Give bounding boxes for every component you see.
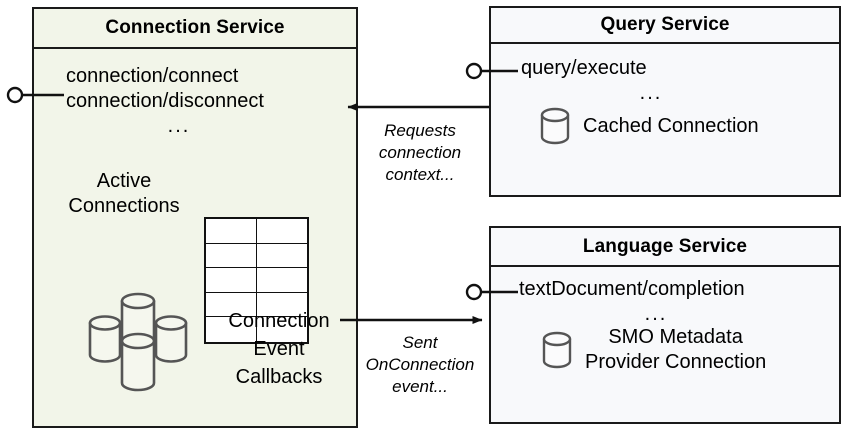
database-cluster-icon <box>88 292 188 392</box>
active-connections-cylinder-cluster <box>84 287 206 399</box>
cached-connection-caption: Cached Connection <box>583 114 759 137</box>
table-cell <box>206 292 257 318</box>
cylinder-bottom <box>120 332 156 392</box>
table-cell <box>256 268 307 293</box>
language-service-endpoints: textDocument/completion <box>519 278 745 300</box>
connection-service-title: Connection Service <box>105 17 285 38</box>
table-cell <box>206 219 257 244</box>
query-service-title: Query Service <box>600 14 730 35</box>
lollipop-circle-icon[interactable] <box>6 86 24 104</box>
query-service-body: query/execute ... Cached Connection <box>491 44 839 195</box>
language-service-endpoints-ellipsis: ... <box>644 303 668 325</box>
query-service-endpoints: query/execute <box>521 57 647 79</box>
table-cell <box>206 317 257 342</box>
lollipop-circle-icon[interactable] <box>465 62 483 80</box>
table-cell <box>256 317 307 342</box>
table-cell <box>206 243 257 269</box>
cached-connection-row: Cached Connection <box>539 104 759 148</box>
component-language-service[interactable]: Language Service textDocument/completion… <box>489 226 841 424</box>
connection-service-title-bar: Connection Service <box>34 9 356 49</box>
connection-service-endpoints-ellipsis: ... <box>167 115 191 137</box>
lollipop-circle-icon[interactable] <box>465 283 483 301</box>
language-service-title: Language Service <box>582 235 748 257</box>
table-cell <box>256 292 307 318</box>
database-icon <box>542 331 572 369</box>
query-service-title-bar: Query Service <box>491 8 839 44</box>
language-service-body: textDocument/completion ... SMO Metadata… <box>491 267 839 422</box>
connection-event-callbacks-table <box>204 217 309 344</box>
table-cell <box>206 268 257 293</box>
query-service-endpoints-ellipsis: ... <box>639 82 663 104</box>
cylinder-right <box>154 315 188 363</box>
table-cell <box>256 243 307 269</box>
component-query-service[interactable]: Query Service query/execute ... Cached C… <box>489 6 841 197</box>
cylinder-left <box>88 315 122 363</box>
language-service-title-bar: Language Service <box>491 228 839 267</box>
database-icon <box>540 107 570 145</box>
table-cell <box>256 219 307 244</box>
